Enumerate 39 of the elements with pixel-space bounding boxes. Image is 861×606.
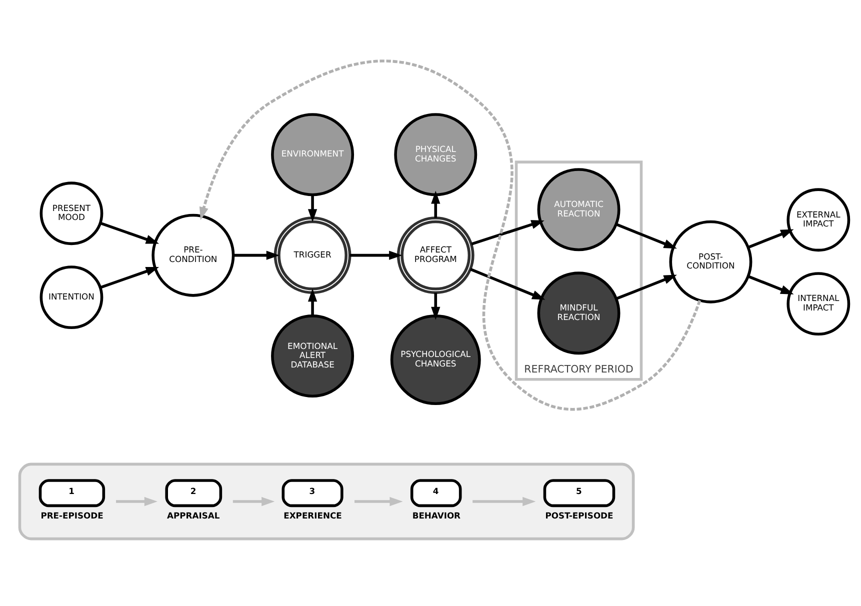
node-label: BEHAVIOR bbox=[412, 510, 461, 520]
arrow bbox=[234, 250, 280, 260]
cluster bbox=[18, 462, 635, 540]
node-circle: TRIGGER bbox=[274, 216, 352, 294]
arrow bbox=[100, 266, 160, 288]
arrow bbox=[470, 267, 546, 300]
arrow bbox=[472, 496, 536, 506]
arrow bbox=[100, 221, 160, 244]
node-circle: POST- CONDITION bbox=[669, 220, 752, 303]
arrow bbox=[308, 194, 318, 222]
node-circle: PRESENT MOOD bbox=[40, 181, 104, 245]
arrow bbox=[199, 59, 702, 410]
node-circle: AFFECT PROGRAM bbox=[396, 216, 474, 294]
node-circle: PRE- CONDITION bbox=[152, 213, 235, 296]
node-circle: AUTOMATIC REACTION bbox=[537, 168, 620, 251]
node-circle: PHYSICAL CHANGES bbox=[394, 112, 478, 196]
arrow bbox=[616, 274, 677, 300]
node-label: APPRAISAL bbox=[167, 510, 220, 520]
node-circle: MINDFUL REACTION bbox=[537, 271, 620, 354]
node-label: POST-EPISODE bbox=[545, 510, 614, 520]
arrow bbox=[350, 250, 402, 260]
arrow bbox=[748, 274, 794, 294]
node-circle: PSYCHOLOGICAL CHANGES bbox=[390, 314, 481, 404]
arrow bbox=[354, 496, 403, 506]
arrow bbox=[116, 496, 158, 506]
node-circle: ENVIRONMENT bbox=[271, 112, 354, 196]
arrow bbox=[431, 190, 440, 218]
node-circle: EXTERNAL IMPACT bbox=[786, 188, 850, 252]
node-circle: INTENTION bbox=[40, 265, 104, 328]
arrow bbox=[431, 292, 440, 320]
arrow bbox=[308, 288, 318, 316]
node-circle: EMOTIONAL ALERT DATABASE bbox=[271, 314, 354, 398]
arrow bbox=[471, 220, 544, 245]
arrow bbox=[748, 228, 794, 248]
arrow bbox=[616, 222, 677, 248]
arrow bbox=[232, 496, 275, 506]
node-circle: INTERNAL IMPACT bbox=[786, 272, 850, 336]
node-label: EXPERIENCE bbox=[284, 510, 342, 520]
node-label: PRE-EPISODE bbox=[40, 510, 104, 520]
